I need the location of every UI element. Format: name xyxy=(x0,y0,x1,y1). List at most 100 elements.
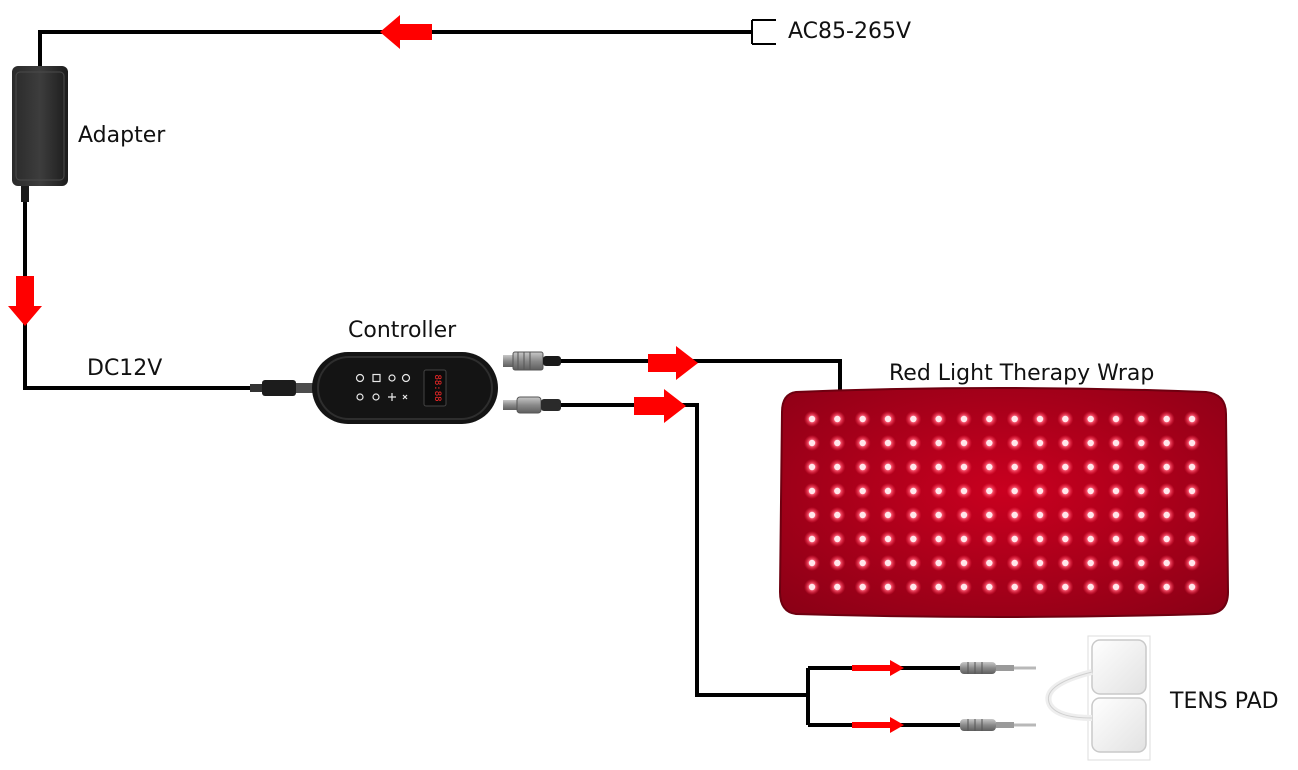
led xyxy=(884,463,892,471)
led xyxy=(960,487,968,495)
led xyxy=(1011,511,1018,519)
led xyxy=(1036,415,1044,423)
led xyxy=(960,535,968,543)
led xyxy=(1087,535,1094,543)
led xyxy=(834,439,841,447)
led xyxy=(884,415,892,423)
led xyxy=(935,511,942,519)
led xyxy=(884,559,892,567)
adapter-label: Adapter xyxy=(78,123,166,148)
led xyxy=(1011,559,1018,567)
led xyxy=(1062,535,1069,543)
led xyxy=(1163,487,1170,495)
dc-output-wire xyxy=(23,200,262,390)
led xyxy=(1062,511,1069,519)
led xyxy=(1163,583,1170,591)
flow-arrow-icon xyxy=(380,15,432,49)
led xyxy=(1138,511,1145,519)
controller-icon: 88:88 xyxy=(312,352,498,424)
led xyxy=(1188,439,1196,447)
ac-voltage-label: AC85-265V xyxy=(788,19,911,44)
led xyxy=(1087,583,1094,591)
led xyxy=(1011,439,1018,447)
adapter-icon xyxy=(12,66,68,202)
led xyxy=(1087,511,1094,519)
led xyxy=(1112,487,1120,495)
led-grid xyxy=(804,411,1200,595)
led xyxy=(1112,439,1120,447)
led xyxy=(1188,487,1196,495)
led xyxy=(1163,463,1170,471)
aviation-connector-icon xyxy=(503,351,561,371)
dc-plug-icon xyxy=(250,380,314,396)
dc-voltage-label: DC12V xyxy=(87,356,163,381)
led xyxy=(960,583,968,591)
led xyxy=(884,583,892,591)
led xyxy=(1011,487,1018,495)
led xyxy=(808,463,816,471)
led xyxy=(1138,535,1145,543)
led xyxy=(935,439,942,447)
led xyxy=(986,439,993,447)
led xyxy=(1036,463,1044,471)
led xyxy=(1138,463,1145,471)
flow-arrow-icon xyxy=(852,660,904,676)
led xyxy=(1062,487,1069,495)
led xyxy=(986,583,993,591)
led xyxy=(859,535,866,543)
tens-pad-label: TENS PAD xyxy=(1170,689,1279,714)
led xyxy=(1062,463,1069,471)
flow-arrow-icon xyxy=(8,276,42,326)
led xyxy=(808,511,816,519)
led xyxy=(834,583,841,591)
led xyxy=(1138,415,1145,423)
led xyxy=(884,439,892,447)
led xyxy=(935,535,942,543)
led xyxy=(986,415,993,423)
led xyxy=(986,559,993,567)
led xyxy=(808,535,816,543)
led xyxy=(910,511,917,519)
led xyxy=(1036,439,1044,447)
flow-arrow-icon xyxy=(648,346,698,380)
led xyxy=(1087,559,1094,567)
led xyxy=(1188,511,1196,519)
led xyxy=(1138,487,1145,495)
controller-label: Controller xyxy=(348,318,457,343)
led xyxy=(1036,511,1044,519)
controller-display: 88:88 xyxy=(432,374,442,401)
led xyxy=(1011,463,1018,471)
led xyxy=(859,583,866,591)
led xyxy=(1036,535,1044,543)
led xyxy=(834,535,841,543)
led xyxy=(884,511,892,519)
led xyxy=(935,559,942,567)
led xyxy=(986,487,993,495)
led xyxy=(834,415,841,423)
led xyxy=(935,463,942,471)
led xyxy=(1036,583,1044,591)
ac-plug-icon xyxy=(751,19,776,45)
led xyxy=(986,463,993,471)
led xyxy=(1112,463,1120,471)
led xyxy=(834,463,841,471)
led xyxy=(1112,511,1120,519)
led xyxy=(1062,439,1069,447)
led xyxy=(834,559,841,567)
led xyxy=(834,487,841,495)
led xyxy=(1062,559,1069,567)
led xyxy=(1188,535,1196,543)
led xyxy=(1163,439,1170,447)
led xyxy=(1062,583,1069,591)
wrap-wire xyxy=(560,359,842,393)
led xyxy=(859,487,866,495)
led xyxy=(859,439,866,447)
led xyxy=(960,439,968,447)
led xyxy=(884,535,892,543)
led xyxy=(1163,535,1170,543)
ac-input-wire xyxy=(38,30,752,68)
led xyxy=(910,559,917,567)
flow-arrow-icon xyxy=(852,717,904,733)
